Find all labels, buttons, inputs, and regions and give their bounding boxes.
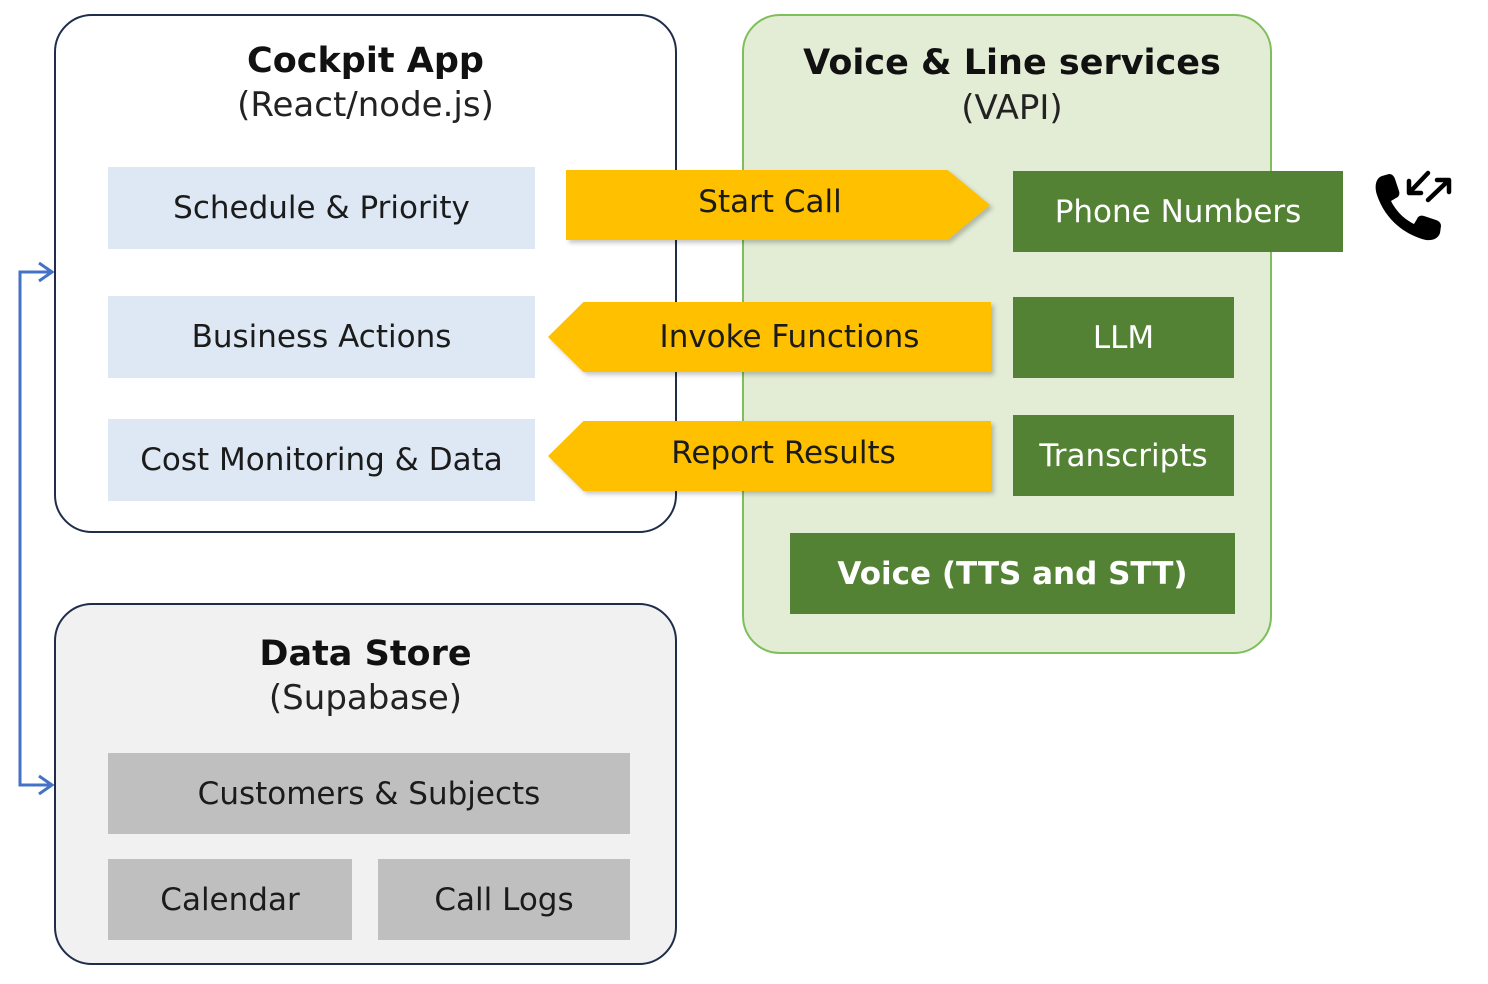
start-call-label: Start Call <box>698 184 842 220</box>
phone-numbers-box: Phone Numbers <box>1013 171 1343 252</box>
calendar-box: Calendar <box>108 859 352 940</box>
vapi-subtitle: (VAPI) <box>961 88 1063 128</box>
report-results-label: Report Results <box>671 435 896 471</box>
report-results-arrow: Report Results <box>548 421 991 491</box>
vapi-title: Voice & Line services <box>803 43 1221 83</box>
start-call-arrow: Start Call <box>566 170 990 240</box>
voice-tts-stt-box: Voice (TTS and STT) <box>790 533 1235 614</box>
cockpit-container <box>54 14 677 533</box>
phone-call-icon <box>1375 170 1452 241</box>
llm-box: LLM <box>1013 297 1234 378</box>
invoke-functions-label: Invoke Functions <box>659 319 920 355</box>
datastore-title: Data Store <box>259 634 472 674</box>
datastore-subtitle: (Supabase) <box>268 678 463 718</box>
invoke-functions-arrow: Invoke Functions <box>548 302 991 372</box>
call-logs-box: Call Logs <box>378 859 630 940</box>
cockpit-subtitle: (React/node.js) <box>237 85 494 125</box>
business-actions-box: Business Actions <box>108 296 535 378</box>
cost-monitoring-box: Cost Monitoring & Data <box>108 419 535 501</box>
customers-subjects-box: Customers & Subjects <box>108 753 630 834</box>
schedule-priority-box: Schedule & Priority <box>108 167 535 249</box>
cockpit-title: Cockpit App <box>247 41 484 81</box>
transcripts-box: Transcripts <box>1013 415 1234 496</box>
